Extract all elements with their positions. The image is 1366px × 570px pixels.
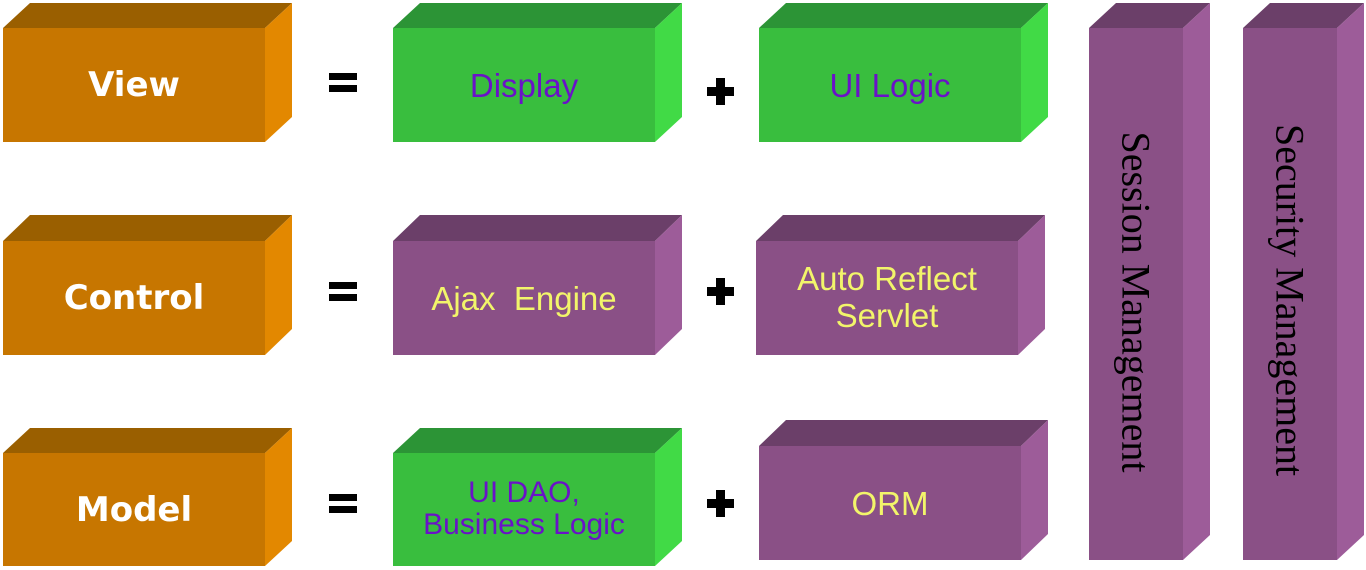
session-management-column: Session Management — [1089, 3, 1211, 561]
plus-sign — [707, 78, 734, 105]
session-management-label: Session Management — [1113, 131, 1159, 473]
box-side-face — [655, 215, 682, 355]
security-management-label: Security Management — [1267, 123, 1313, 477]
orm-label: ORM — [851, 484, 929, 522]
box-side-face — [1337, 3, 1364, 560]
plus-sign — [707, 490, 734, 517]
box-top-face — [3, 3, 292, 28]
box-side-face — [1021, 3, 1048, 142]
box-front-face: ORM — [759, 446, 1021, 560]
box-top-face — [3, 428, 292, 453]
auto-reflect-servlet-box: Auto Reflect Servlet — [756, 215, 1046, 356]
box-front-face: Auto Reflect Servlet — [756, 241, 1018, 355]
box-front-face: Session Management — [1089, 28, 1183, 560]
ajax-engine-box: Ajax Engine — [393, 215, 683, 356]
box-side-face — [1021, 420, 1048, 560]
equals-sign — [329, 494, 357, 513]
control-label: Control — [63, 278, 205, 318]
box-side-face — [1183, 3, 1210, 560]
equals-sign — [329, 73, 357, 92]
equals-sign — [329, 282, 357, 301]
box-front-face: Display — [393, 28, 655, 142]
display-box: Display — [393, 3, 683, 143]
box-top-face — [759, 3, 1048, 28]
ajax-engine-label: Ajax Engine — [431, 279, 617, 317]
auto-reflect-label-line2: Servlet — [835, 297, 939, 334]
box-side-face — [1018, 215, 1045, 355]
box-front-face: Ajax Engine — [393, 241, 655, 355]
ui-logic-box: UI Logic — [759, 3, 1049, 143]
box-top-face — [756, 215, 1045, 241]
box-front-face: Model — [3, 453, 265, 566]
orm-box: ORM — [759, 420, 1049, 561]
auto-reflect-label-line1: Auto Reflect — [797, 260, 977, 297]
box-side-face — [655, 3, 682, 142]
box-side-face — [265, 3, 292, 142]
display-label: Display — [469, 66, 579, 104]
box-front-face: Security Management — [1243, 28, 1337, 560]
box-side-face — [265, 428, 292, 566]
security-management-column: Security Management — [1243, 3, 1365, 561]
plus-sign — [707, 278, 734, 305]
view-layer-box: View — [3, 3, 293, 143]
view-label: View — [88, 65, 180, 105]
ui-logic-label: UI Logic — [829, 66, 951, 104]
box-side-face — [265, 215, 292, 355]
box-side-face — [655, 428, 682, 566]
box-top-face — [759, 420, 1048, 446]
box-front-face: UI Logic — [759, 28, 1021, 142]
box-front-face: View — [3, 28, 265, 142]
control-layer-box: Control — [3, 215, 293, 356]
box-top-face — [393, 215, 682, 241]
ui-dao-business-logic-box: UI DAO, Business Logic — [393, 428, 683, 567]
box-front-face: UI DAO, Business Logic — [393, 453, 655, 566]
box-top-face — [393, 428, 682, 453]
box-front-face: Control — [3, 241, 265, 355]
model-layer-box: Model — [3, 428, 293, 567]
ui-dao-label-line2: Business Logic — [423, 508, 625, 541]
box-top-face — [3, 215, 292, 241]
box-top-face — [393, 3, 682, 28]
ui-dao-label-line1: UI DAO, — [468, 476, 580, 509]
model-label: Model — [75, 489, 193, 530]
